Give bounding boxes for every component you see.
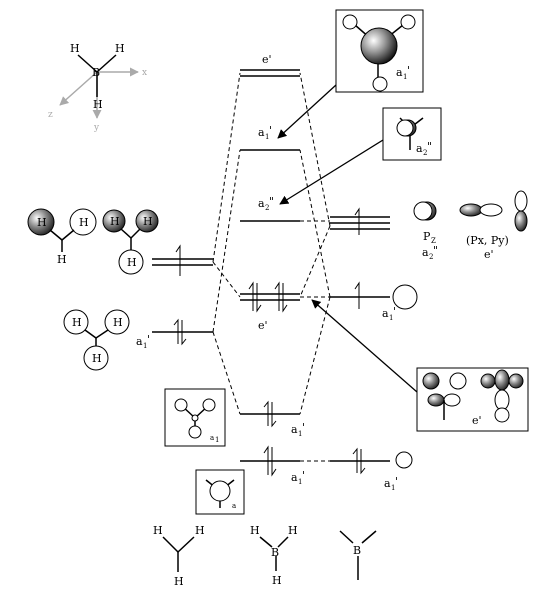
svg-text:a: a (384, 477, 391, 490)
coordinate-frame: x y z B H H H (48, 42, 147, 133)
inset-a2-nonbonding: a 2 " (382, 107, 442, 161)
h3-fragment-structure: H H H (153, 524, 205, 588)
pxpy-label: (Px, Py) (466, 234, 509, 247)
svg-text:': ' (393, 305, 396, 318)
svg-text:H: H (110, 215, 120, 228)
svg-text:H: H (37, 216, 47, 229)
svg-text:a: a (416, 142, 423, 155)
svg-text:H: H (92, 352, 102, 365)
svg-text:": " (433, 244, 438, 257)
svg-text:B: B (271, 546, 279, 559)
svg-text:a: a (291, 423, 298, 436)
boron-2s-orbital: a 1 ' (382, 284, 418, 322)
svg-text:a: a (291, 471, 298, 484)
svg-text:H: H (113, 316, 123, 329)
mo-label-a2-nonbonding: a 2 " (258, 195, 274, 212)
svg-text:1: 1 (403, 73, 407, 81)
svg-text:a: a (422, 246, 429, 259)
boron-1s-orbital: a 1 ' (384, 451, 413, 492)
boron-py-orbital (514, 190, 528, 232)
inset-a1-core: a (195, 469, 245, 515)
svg-text:P: P (423, 230, 431, 243)
svg-text:': ' (302, 421, 305, 434)
svg-text:': ' (269, 124, 272, 137)
svg-text:1: 1 (143, 342, 147, 350)
svg-text:H: H (250, 524, 260, 537)
hydrogen-atom: H (93, 98, 103, 111)
svg-text:H: H (174, 575, 184, 588)
x-axis-label: x (142, 68, 147, 78)
pxpy-symmetry-label: e' (484, 248, 494, 261)
svg-text:H: H (127, 256, 137, 269)
svg-text:1: 1 (298, 430, 302, 438)
mo-label-a1-antibonding: a 1 ' (258, 124, 272, 141)
svg-text:H: H (72, 316, 82, 329)
electrons (173, 207, 366, 477)
svg-text:1: 1 (391, 484, 395, 492)
mo-label-e-top: e' (262, 53, 272, 66)
svg-text:a: a (210, 434, 214, 442)
h3-e-orbital-pair-1: H H H (27, 208, 97, 266)
svg-text:H: H (288, 524, 298, 537)
y-axis-label: y (93, 123, 100, 133)
svg-text:2: 2 (423, 149, 427, 157)
svg-text:Z: Z (431, 237, 436, 245)
svg-text:H: H (57, 253, 67, 266)
svg-text:a: a (136, 335, 143, 348)
svg-text:": " (269, 195, 274, 208)
mo-label-a1-low: a 1 ' (291, 469, 305, 486)
svg-text:H: H (79, 216, 89, 229)
svg-text:1: 1 (215, 436, 219, 444)
z-axis-label: z (48, 110, 53, 120)
svg-text:": " (427, 140, 432, 153)
svg-text:': ' (395, 475, 398, 488)
h3-a1-orbital: H H H (63, 309, 130, 371)
bh3-structure: H H B H (250, 524, 298, 587)
svg-text:e': e' (472, 414, 482, 427)
svg-text:': ' (147, 333, 150, 346)
mo-levels (240, 69, 300, 462)
svg-text:1: 1 (389, 314, 393, 322)
correlation-lines (212, 72, 331, 462)
hydrogen-atom: H (115, 42, 125, 55)
inset-a1-bonding: a 1 (164, 388, 226, 447)
svg-text:a: a (258, 197, 265, 210)
svg-text:2: 2 (429, 253, 433, 261)
mo-label-e-bonding: e' (258, 319, 268, 332)
h3-e-orbital-pair-2: H H H (102, 209, 159, 275)
svg-text:': ' (302, 469, 305, 482)
mo-label-a1-bonding: a 1 ' (291, 421, 305, 438)
boron-levels (330, 216, 390, 462)
svg-text:1: 1 (265, 133, 269, 141)
svg-text:H: H (153, 524, 163, 537)
inset-e-bonding: e' (416, 367, 529, 432)
svg-text:2: 2 (265, 204, 269, 212)
boron-fragment-structure: B (339, 530, 377, 580)
boron-px-orbital (459, 203, 503, 217)
svg-text:a: a (382, 307, 389, 320)
svg-text:H: H (195, 524, 205, 537)
h-a1-label: a 1 ' (136, 333, 150, 350)
z-axis-arrow (59, 71, 98, 106)
svg-text:B: B (353, 544, 361, 557)
svg-text:a: a (396, 66, 403, 79)
inset-a1-antibonding: a 1 ' (335, 9, 424, 93)
boron-atom: B (92, 66, 100, 79)
hydrogen-atom: H (70, 42, 80, 55)
svg-text:': ' (407, 64, 410, 77)
svg-text:H: H (143, 215, 153, 228)
svg-text:a: a (232, 502, 236, 510)
pointer-arrows (277, 84, 418, 393)
svg-text:a: a (258, 126, 265, 139)
svg-text:1: 1 (298, 478, 302, 486)
boron-pz-orbital: P Z a 2 " (413, 201, 438, 261)
svg-text:H: H (272, 574, 282, 587)
